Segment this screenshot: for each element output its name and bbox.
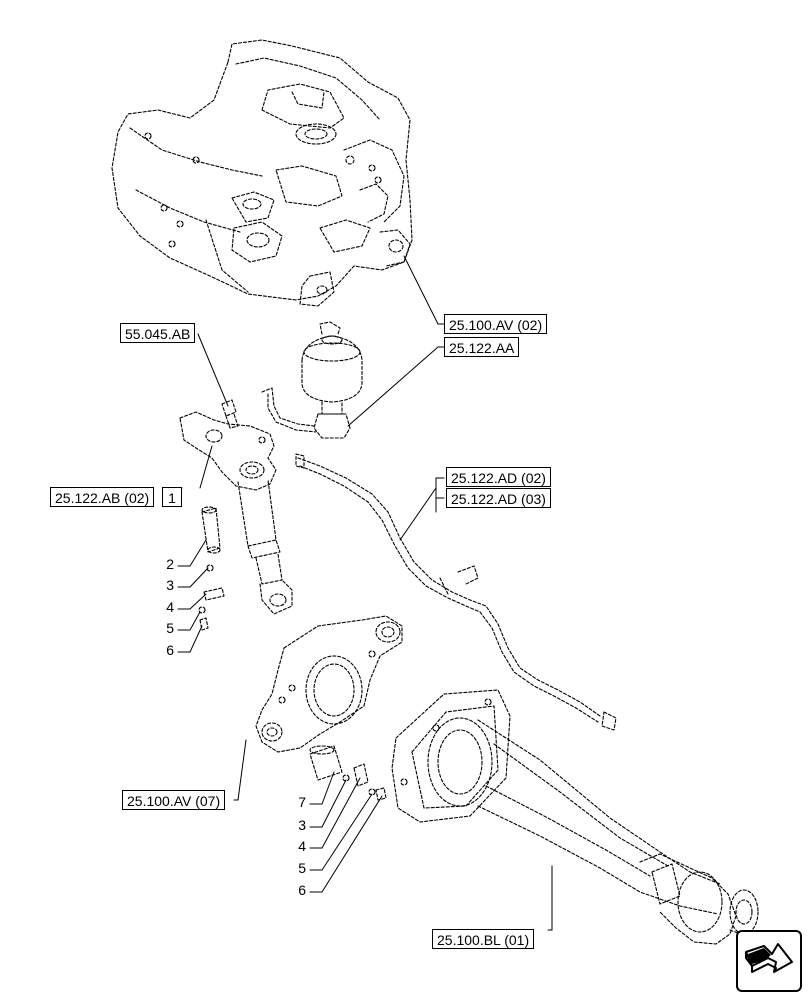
callout-lower-1: 7: [298, 794, 306, 810]
next-page-button[interactable]: [736, 930, 802, 992]
callout-lower-4: 5: [298, 860, 306, 876]
callout-upper-1: 2: [166, 556, 174, 572]
callout-lower-5: 6: [298, 882, 306, 898]
ref-link-cylinder[interactable]: 25.122.AB (02): [50, 487, 155, 507]
ref-link-support-mid[interactable]: 25.100.AV (07): [122, 790, 226, 810]
fitting: [221, 399, 239, 429]
ref-link-axle[interactable]: 25.100.BL (01): [432, 929, 535, 949]
small-parts-upper: [198, 506, 225, 631]
callout-lower-3: 4: [298, 838, 306, 854]
callout-upper-3: 4: [166, 599, 174, 615]
callout-lower-2: 3: [298, 817, 306, 833]
callout-upper-5: 6: [166, 642, 174, 658]
next-page-arrow-icon: [745, 943, 793, 973]
leader-lines: [177, 255, 553, 931]
hydraulic-pipe: [295, 453, 617, 731]
front-frame-housing: [111, 39, 413, 307]
ref-link-accumulator[interactable]: 25.122.AA: [444, 337, 520, 357]
accumulator: [261, 321, 363, 439]
steering-cylinder: [179, 411, 293, 615]
callout-upper-4: 5: [166, 620, 174, 636]
callout-upper-2: 3: [166, 577, 174, 593]
ref-link-fitting[interactable]: 55.045.AB: [120, 323, 196, 343]
ref-link-frame-top[interactable]: 25.100.AV (02): [444, 314, 548, 334]
front-axle: [391, 689, 759, 951]
item-number-box: 1: [162, 487, 182, 507]
small-parts-lower: [309, 745, 387, 801]
ref-link-pipe-b[interactable]: 25.122.AD (03): [446, 488, 551, 508]
ref-link-pipe-a[interactable]: 25.122.AD (02): [446, 467, 551, 487]
pivot-support: [255, 615, 403, 753]
